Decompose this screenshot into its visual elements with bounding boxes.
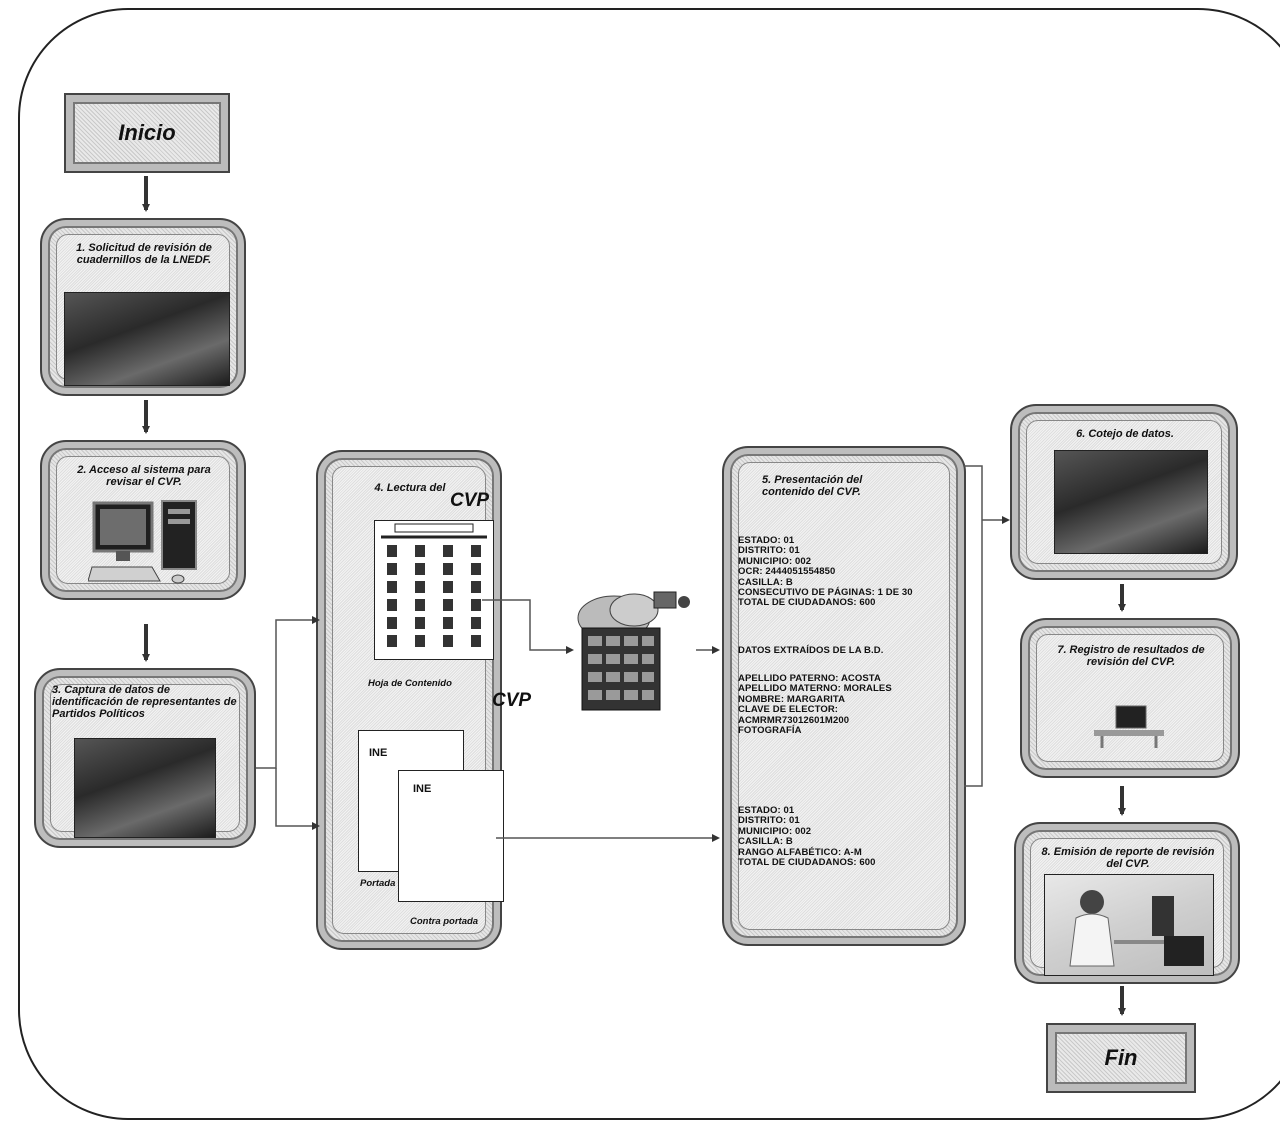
computer-icon: [88, 500, 197, 584]
workstation-icon: [1094, 705, 1164, 748]
step-3-box: 3. Captura de datos de identificación de…: [34, 668, 256, 848]
step-5-box: 5. Presentación del contenido del CVP. E…: [722, 446, 966, 946]
step-6-title: 6. Cotejo de datos.: [1076, 428, 1174, 440]
outer-frame: [18, 8, 1280, 1120]
step-8-box: 8. Emisión de reporte de revisión del CV…: [1014, 822, 1240, 984]
start-label: Inicio: [118, 120, 176, 145]
ine-logo-1: INE: [369, 747, 388, 759]
hoja-contenido-caption: Hoja de Contenido: [368, 678, 452, 689]
step-6-box: 6. Cotejo de datos.: [1010, 404, 1238, 580]
step-3-title: 3. Captura de datos de identificación de…: [52, 684, 237, 720]
step-8-title: 8. Emisión de reporte de revisión del CV…: [1041, 846, 1215, 870]
step-4-title: 4. Lectura del: [374, 482, 446, 494]
server-cloud-icon: [577, 591, 690, 711]
step-5-title: 5. Presentación del contenido del CVP.: [762, 474, 863, 498]
portada-caption: Portada: [360, 878, 396, 889]
office-photo: [74, 738, 216, 838]
step-1-title: 1. Solicitud de revisión de cuadernillos…: [76, 242, 212, 266]
meeting-photo: [64, 292, 230, 386]
contraportada-caption: Contra portada: [410, 916, 479, 927]
step-7-box: 7. Registro de resultados de revisión de…: [1020, 618, 1240, 778]
end-terminal: Fin: [1046, 1023, 1196, 1093]
step-2-box: 2. Acceso al sistema para revisar el CVP…: [40, 440, 246, 600]
step-7-title: 7. Registro de resultados de revisión de…: [1057, 644, 1205, 668]
ine-logo-2: INE: [413, 783, 432, 795]
woman-at-computer-icon: [1069, 890, 1204, 967]
content-sheet: [374, 520, 494, 660]
step-4-box: 4. Lectura del CVP Hoja de Contenido CVP…: [316, 450, 531, 950]
step-2-title: 2. Acceso al sistema para revisar el CVP…: [77, 464, 211, 488]
data-block-2: APELLIDO PATERNO: ACOSTA APELLIDO MATERN…: [738, 673, 892, 737]
data-block-1: ESTADO: 01 DISTRITO: 01 MUNICIPIO: 002 O…: [738, 535, 913, 609]
start-terminal: Inicio: [64, 93, 230, 173]
data-block-3: ESTADO: 01 DISTRITO: 01 MUNICIPIO: 002 C…: [738, 805, 876, 869]
cvp-label-2: CVP: [492, 690, 532, 711]
cvp-label-1: CVP: [450, 490, 490, 511]
step-1-box: 1. Solicitud de revisión de cuadernillos…: [40, 218, 246, 396]
people-photo: [1054, 450, 1208, 554]
end-label: Fin: [1104, 1045, 1138, 1070]
data-block-2-header: DATOS EXTRAÍDOS DE LA B.D.: [738, 645, 884, 656]
contraportada-sheet: INE: [398, 770, 504, 902]
